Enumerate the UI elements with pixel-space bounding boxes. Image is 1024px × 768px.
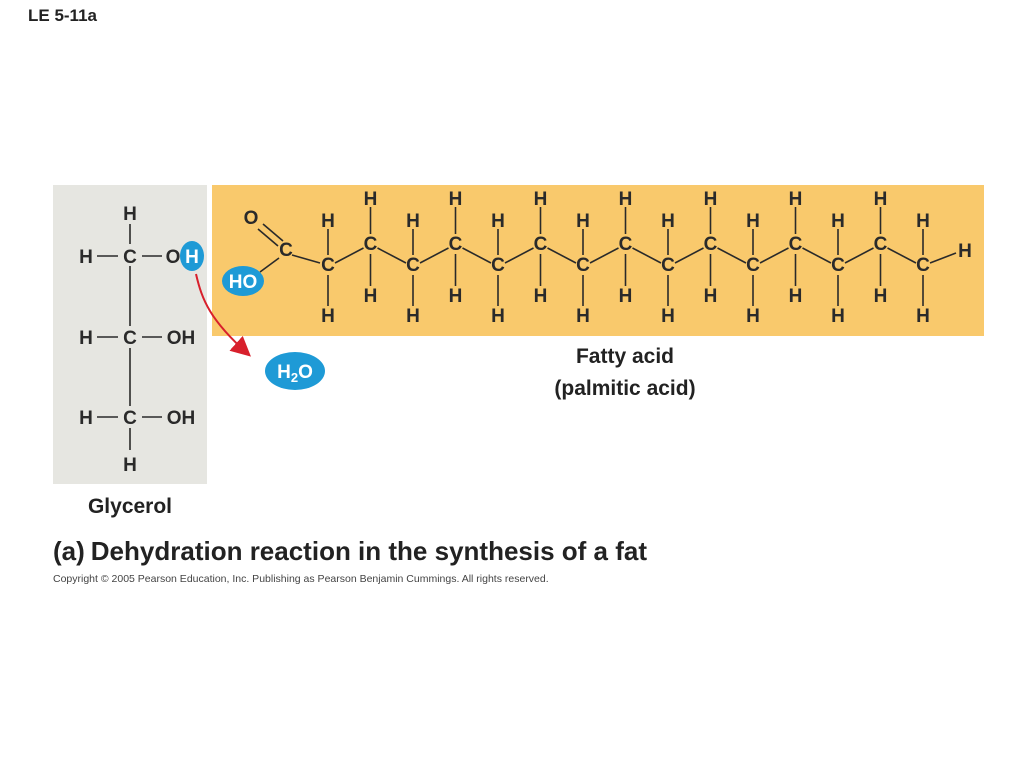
- caption-text: Dehydration reaction in the synthesis of…: [90, 536, 648, 566]
- glycerol-atom-oh: OH: [167, 408, 196, 429]
- chain-hydrogen: H: [619, 189, 633, 210]
- chain-hydrogen: H: [364, 189, 378, 210]
- chain-carbon: C: [789, 234, 803, 255]
- chain-carbon: C: [746, 255, 760, 276]
- chain-hydrogen: H: [916, 211, 930, 232]
- hydroxyl-highlight: [222, 266, 264, 296]
- chain-hydrogen: H: [831, 306, 845, 327]
- chain-hydrogen: H: [746, 306, 760, 327]
- fatty-acid-label: Fatty acid: [576, 345, 674, 368]
- bond: [632, 247, 662, 264]
- glycerol-label: Glycerol: [88, 495, 172, 518]
- chain-hydrogen: H: [321, 211, 335, 232]
- chain-hydrogen: H: [789, 286, 803, 307]
- chain-hydrogen: H: [406, 211, 420, 232]
- glycerol-atom-c: C: [123, 408, 137, 429]
- chain-hydrogen: H: [874, 189, 888, 210]
- glycerol-atom-h: H: [79, 247, 93, 268]
- fatty-acid-head: O C HO: [222, 208, 293, 296]
- copyright-notice: Copyright © 2005 Pearson Education, Inc.…: [53, 573, 549, 585]
- chain-carbon: C: [704, 234, 718, 255]
- bond: [589, 247, 619, 264]
- fatty-acid-sublabel: (palmitic acid): [554, 377, 695, 400]
- bond: [802, 247, 832, 264]
- fatty-acid-chain: C H H C H H C H H C H H C H H C H H C H H C H H C H H C H H C H H C H H C H H C…: [291, 189, 972, 327]
- water-o: O: [298, 362, 313, 383]
- carbonyl-oxygen: O: [244, 208, 259, 229]
- chain-hydrogen: H: [491, 306, 505, 327]
- chain-hydrogen: H: [661, 306, 675, 327]
- chain-carbon: C: [491, 255, 505, 276]
- chain-hydrogen: H: [916, 306, 930, 327]
- chain-hydrogen: H: [831, 211, 845, 232]
- glycerol-atom-h: H: [123, 455, 137, 476]
- glycerol-atom-c: C: [123, 328, 137, 349]
- bond: [844, 247, 874, 264]
- terminal-hydrogen: H: [958, 241, 972, 262]
- chain-hydrogen: H: [704, 286, 718, 307]
- chain-hydrogen: H: [874, 286, 888, 307]
- chain-hydrogen: H: [704, 189, 718, 210]
- glycerol-atom-o: O: [166, 247, 181, 268]
- water-subscript: 2: [291, 370, 298, 385]
- chain-hydrogen: H: [534, 189, 548, 210]
- chain-hydrogen: H: [576, 306, 590, 327]
- chain-hydrogen: H: [406, 306, 420, 327]
- chain-hydrogen: H: [576, 211, 590, 232]
- chain-carbon: C: [406, 255, 420, 276]
- chain-hydrogen: H: [534, 286, 548, 307]
- chain-hydrogen: H: [321, 306, 335, 327]
- bond: [504, 247, 534, 264]
- chain-hydrogen: H: [789, 189, 803, 210]
- chain-hydrogen: H: [619, 286, 633, 307]
- chain-carbon: C: [449, 234, 463, 255]
- glycerol-removed-h: H: [185, 247, 199, 268]
- bond: [291, 254, 321, 264]
- water-highlight: [265, 352, 325, 390]
- caption-part-label: (a): [53, 536, 85, 566]
- bond: [419, 247, 449, 264]
- bond: [674, 247, 704, 264]
- chain-carbon: C: [661, 255, 675, 276]
- chain-hydrogen: H: [364, 286, 378, 307]
- glycerol-atom-oh: OH: [167, 328, 196, 349]
- bond: [334, 247, 364, 264]
- chain-carbon: C: [576, 255, 590, 276]
- water-product: H2O: [265, 352, 325, 390]
- chain-carbon: C: [364, 234, 378, 255]
- chain-hydrogen: H: [661, 211, 675, 232]
- glycerol-atom-h: H: [79, 408, 93, 429]
- removed-hydrogen-highlight: [180, 241, 204, 271]
- bond: [547, 247, 577, 264]
- fatty-acid-hydroxyl: HO: [229, 272, 258, 293]
- chain-carbon: C: [874, 234, 888, 255]
- chain-carbon: C: [321, 255, 335, 276]
- chain-carbon: C: [916, 255, 930, 276]
- carboxyl-carbon: C: [279, 240, 293, 261]
- bond: [887, 247, 917, 264]
- chain-carbon: C: [619, 234, 633, 255]
- chain-carbon: C: [534, 234, 548, 255]
- glycerol-atom-h: H: [123, 204, 137, 225]
- bond: [717, 247, 747, 264]
- bond: [929, 252, 957, 264]
- chain-hydrogen: H: [491, 211, 505, 232]
- bond: [759, 247, 789, 264]
- chain-hydrogen: H: [449, 286, 463, 307]
- svg-text:H2O: H2O: [277, 362, 313, 385]
- chain-hydrogen: H: [746, 211, 760, 232]
- glycerol-structure: H H C O H H C OH H C OH H: [79, 204, 204, 476]
- reaction-arrow: [195, 273, 251, 357]
- water-h: H: [277, 362, 291, 383]
- glycerol-atom-h: H: [79, 328, 93, 349]
- bond: [377, 247, 407, 264]
- chain-hydrogen: H: [449, 189, 463, 210]
- figure-caption: (a)Dehydration reaction in the synthesis…: [53, 536, 647, 567]
- chain-carbon: C: [831, 255, 845, 276]
- glycerol-atom-c: C: [123, 247, 137, 268]
- slide-label: LE 5-11a: [28, 6, 97, 25]
- bond: [462, 247, 492, 264]
